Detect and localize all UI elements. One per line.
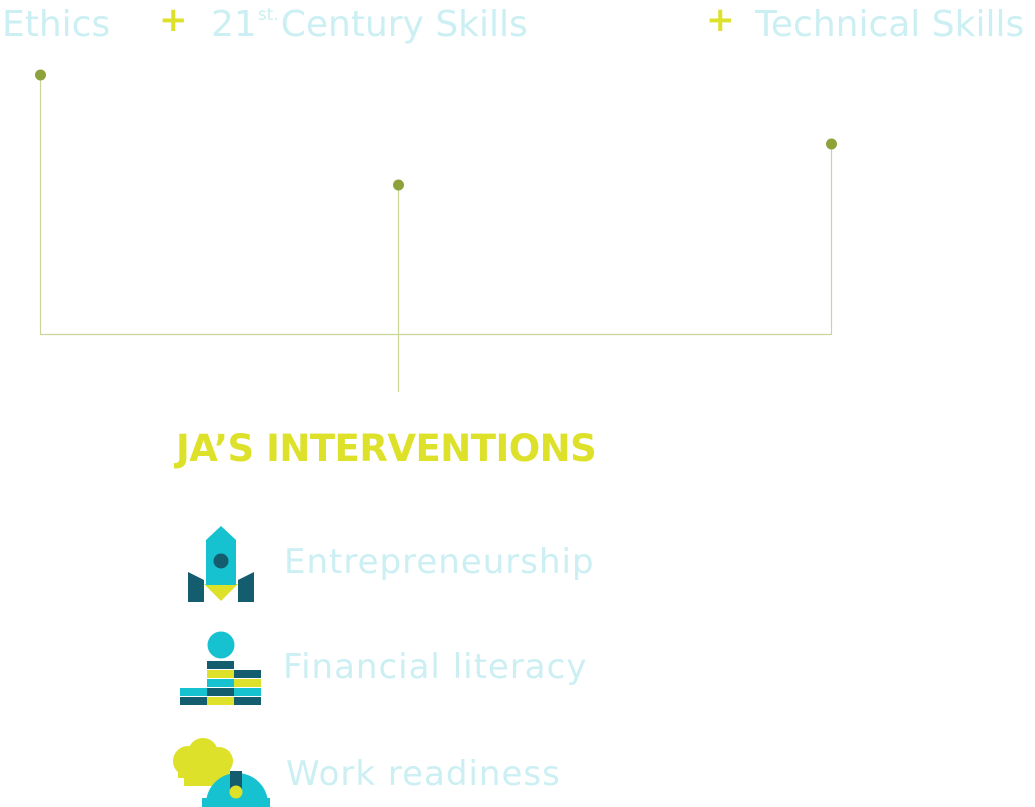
connector-lines (39, 75, 833, 392)
technical-dot (826, 138, 837, 150)
hardhat-chef-icon (173, 738, 270, 807)
connector-dots (35, 69, 837, 191)
technical-skills-label: Technical Skills (755, 4, 1025, 45)
coin-stack-icon (180, 631, 261, 705)
section-title: JA’S INTERVENTIONS (176, 427, 597, 470)
intervention-label-financial-literacy: Financial literacy (283, 647, 588, 687)
ethics-label: Ethics (2, 4, 111, 45)
century-dot (393, 179, 404, 191)
century-suffix: Century Skills (280, 4, 528, 45)
plus-sign-2: + (706, 0, 735, 40)
intervention-label-entrepreneurship: Entrepreneurship (284, 542, 595, 582)
rocket-icon (188, 526, 254, 602)
century-superscript: st. (257, 5, 279, 25)
intervention-label-work-readiness: Work readiness (286, 754, 561, 794)
ethics-dot (35, 69, 46, 81)
century-prefix: 21 (211, 4, 257, 45)
century-skills-label: 21st.Century Skills (211, 3, 528, 47)
plus-sign-1: + (159, 0, 188, 40)
